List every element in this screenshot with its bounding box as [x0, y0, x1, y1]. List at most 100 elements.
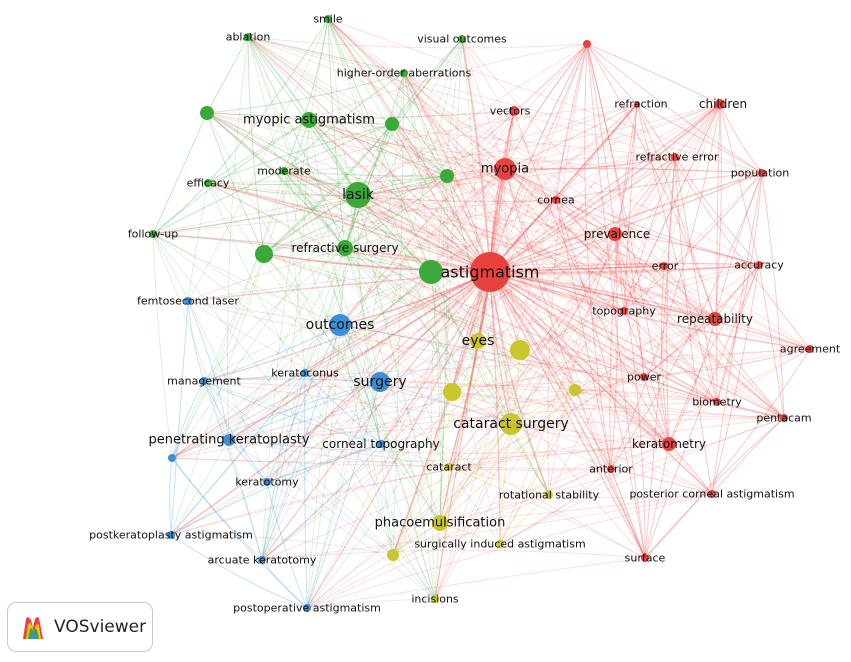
network-edge [643, 318, 716, 378]
network-edge [306, 443, 670, 609]
network-node[interactable] [301, 369, 309, 377]
network-edge [344, 247, 670, 445]
network-node[interactable] [755, 261, 763, 269]
network-edge [203, 380, 670, 445]
vosviewer-badge[interactable]: VOSviewer [7, 602, 153, 652]
network-node[interactable] [445, 463, 453, 471]
network-node[interactable] [301, 112, 317, 128]
network-node[interactable] [569, 384, 581, 396]
network-edge [434, 156, 676, 600]
network-node[interactable] [431, 595, 439, 603]
network-node[interactable] [758, 169, 766, 177]
network-edge [266, 443, 382, 483]
network-node[interactable] [419, 260, 443, 284]
network-edge [489, 264, 760, 274]
network-node[interactable] [167, 531, 175, 539]
network-edge [643, 348, 811, 378]
node-label: postkeratoplasty astigmatism [89, 529, 253, 542]
network-node[interactable] [620, 307, 628, 315]
network-node[interactable] [440, 169, 454, 183]
network-edge [357, 194, 665, 267]
network-edge [207, 182, 359, 196]
network-node[interactable] [494, 158, 516, 180]
network-node[interactable] [345, 182, 371, 208]
network-node[interactable] [470, 252, 510, 292]
network-node[interactable] [244, 33, 252, 41]
network-node[interactable] [200, 377, 208, 385]
network-edge [344, 233, 616, 249]
network-edge [170, 123, 393, 536]
network-node[interactable] [640, 373, 648, 381]
network-edge [430, 271, 550, 496]
network-node[interactable] [149, 230, 157, 238]
network-node[interactable] [510, 340, 530, 360]
network-node[interactable] [329, 314, 351, 336]
network-edge [261, 443, 382, 561]
network-node[interactable] [634, 101, 640, 107]
network-edge [643, 264, 760, 378]
network-node[interactable] [303, 604, 311, 612]
network-node[interactable] [223, 434, 235, 446]
network-node[interactable] [608, 227, 622, 241]
network-edge [283, 170, 382, 445]
network-edge [461, 38, 716, 320]
network-node[interactable] [715, 99, 725, 109]
node-label: rotational stability [499, 489, 600, 502]
network-node[interactable] [324, 15, 332, 23]
network-node[interactable] [184, 297, 192, 305]
network-node[interactable] [168, 454, 176, 462]
node-label: children [699, 97, 747, 111]
network-node[interactable] [377, 440, 385, 448]
network-edge [434, 271, 491, 600]
network-node[interactable] [258, 556, 266, 564]
network-edge [446, 103, 638, 177]
network-edge [263, 253, 341, 326]
network-node[interactable] [385, 117, 399, 131]
network-edge [357, 103, 721, 196]
network-node[interactable] [806, 345, 814, 353]
network-node[interactable] [200, 106, 214, 120]
network-edge [339, 103, 721, 326]
network-node[interactable] [370, 372, 390, 392]
network-edge [306, 247, 346, 609]
network-edge [206, 112, 506, 170]
network-edge [439, 38, 463, 524]
network-node[interactable] [432, 515, 448, 531]
network-node[interactable] [552, 196, 560, 204]
network-node[interactable] [470, 333, 486, 349]
network-node[interactable] [263, 478, 271, 486]
network-node[interactable] [708, 312, 722, 326]
network-edge [380, 443, 441, 524]
network-edge [477, 340, 576, 391]
network-node[interactable] [255, 245, 273, 263]
network-node[interactable] [400, 69, 408, 77]
network-edge [327, 18, 557, 201]
network-node[interactable] [671, 153, 679, 161]
network-node[interactable] [496, 540, 504, 548]
node-label: pentacam [756, 412, 811, 425]
network-node[interactable] [713, 398, 721, 406]
network-edge [228, 381, 381, 441]
network-edge [206, 36, 249, 114]
network-node[interactable] [583, 40, 591, 48]
network-node[interactable] [204, 179, 212, 187]
network-node[interactable] [607, 465, 615, 473]
network-edge [555, 199, 760, 266]
network-node[interactable] [662, 437, 676, 451]
network-edge [171, 119, 310, 459]
network-edge [152, 233, 263, 561]
network-node[interactable] [509, 106, 519, 116]
network-node[interactable] [280, 167, 288, 175]
network-node[interactable] [443, 383, 461, 401]
network-edge [380, 43, 588, 445]
network-edge [207, 175, 448, 186]
network-node[interactable] [660, 262, 668, 270]
network-node[interactable] [708, 490, 716, 498]
network-node[interactable] [545, 491, 553, 499]
network-node[interactable] [337, 240, 353, 256]
network-node[interactable] [387, 549, 399, 561]
network-node[interactable] [458, 35, 466, 43]
network-node[interactable] [641, 554, 649, 562]
network-node[interactable] [500, 413, 522, 435]
network-node[interactable] [780, 414, 788, 422]
